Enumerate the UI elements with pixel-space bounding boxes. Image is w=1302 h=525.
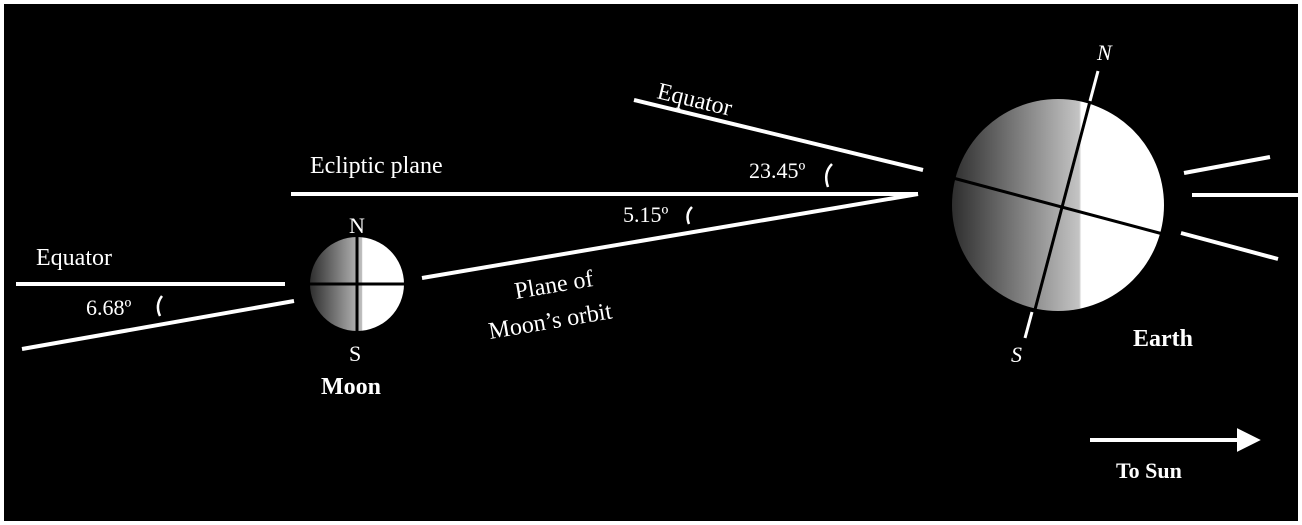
moon-name-label: Moon xyxy=(321,374,381,400)
earth-south-label: S xyxy=(1011,342,1022,367)
moon-north-label: N xyxy=(349,213,365,238)
moon-orbit-angle-label: 5.15º xyxy=(623,202,669,227)
earth-north-label: N xyxy=(1096,40,1113,65)
to-sun-label: To Sun xyxy=(1116,458,1182,483)
earth-tilt-angle-label: 23.45º xyxy=(749,158,806,183)
moon-south-label: S xyxy=(349,341,361,366)
moon-equator-label: Equator xyxy=(36,245,112,271)
moon xyxy=(310,237,404,331)
moon-tilt-angle-label: 6.68º xyxy=(86,295,132,320)
earth-name-label: Earth xyxy=(1133,326,1193,352)
ecliptic-plane-label: Ecliptic plane xyxy=(310,153,443,179)
